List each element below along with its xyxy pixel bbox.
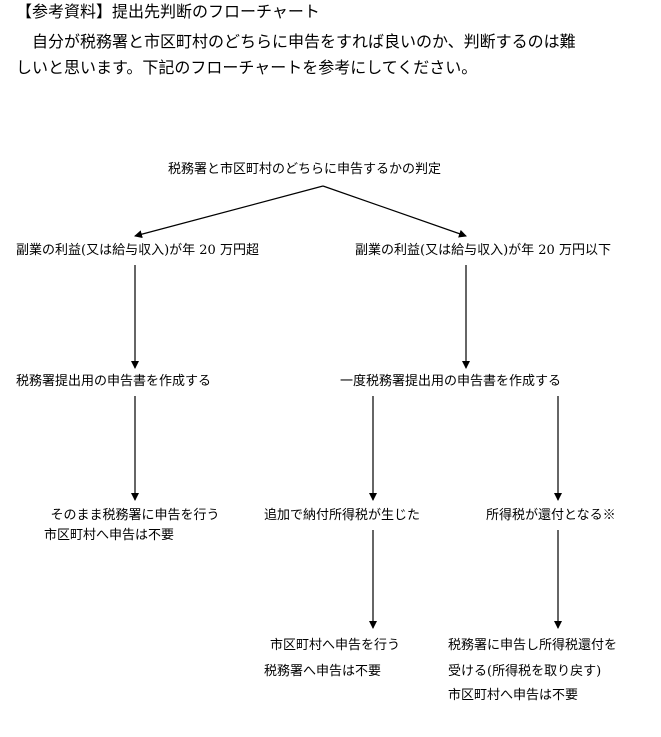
flow-right-branch: 所得税が還付となる※ <box>486 508 616 523</box>
flow-middle-result-line-1: 市区町村へ申告を行う <box>270 638 401 653</box>
flow-right-result-line-1: 税務署に申告し所得税還付を <box>448 638 618 653</box>
flow-middle-branch: 追加で納付所得税が生じた <box>264 508 421 523</box>
flow-right-result: 税務署に申告し所得税還付を 受ける(所得税を取り戻す) 市区町村へ申告は不要 <box>448 636 617 706</box>
flow-left-action: 税務署提出用の申告書を作成する <box>16 374 212 389</box>
flow-root-node: 税務署と市区町村のどちらに申告するかの判定 <box>168 162 442 177</box>
flow-left-result: そのまま税務署に申告を行う 市区町村へ申告は不要 <box>20 506 250 546</box>
document-heading: 【参考資料】提出先判断のフローチャート <box>16 2 320 21</box>
intro-line-1: 自分が税務署と市区町村のどちらに申告をすれば良いのか、判断するのは難 <box>32 32 576 51</box>
flow-middle-result-line-2: 税務署へ申告は不要 <box>264 664 382 679</box>
intro-paragraph: 自分が税務署と市区町村のどちらに申告をすれば良いのか、判断するのは難 しいと思い… <box>16 29 646 81</box>
intro-line-2: しいと思います。下記のフローチャートを参考にしてください。 <box>16 58 478 77</box>
arrow-root-to-right <box>322 185 467 238</box>
flow-right-result-line-3: 市区町村へ申告は不要 <box>448 688 579 703</box>
flow-right-result-line-2: 受ける(所得税を取り戻す) <box>448 664 602 679</box>
flow-middle-result: 市区町村へ申告を行う 税務署へ申告は不要 <box>264 636 400 682</box>
flow-right-condition: 副業の利益(又は給与収入)が年 20 万円以下 <box>355 243 611 258</box>
flow-right-action: 一度税務署提出用の申告書を作成する <box>340 374 562 389</box>
flow-left-result-line-1: そのまま税務署に申告を行う <box>50 508 220 523</box>
arrow-root-to-left <box>134 185 324 239</box>
flow-left-result-line-2: 市区町村へ申告は不要 <box>44 528 175 543</box>
flow-left-condition: 副業の利益(又は給与収入)が年 20 万円超 <box>16 243 259 258</box>
